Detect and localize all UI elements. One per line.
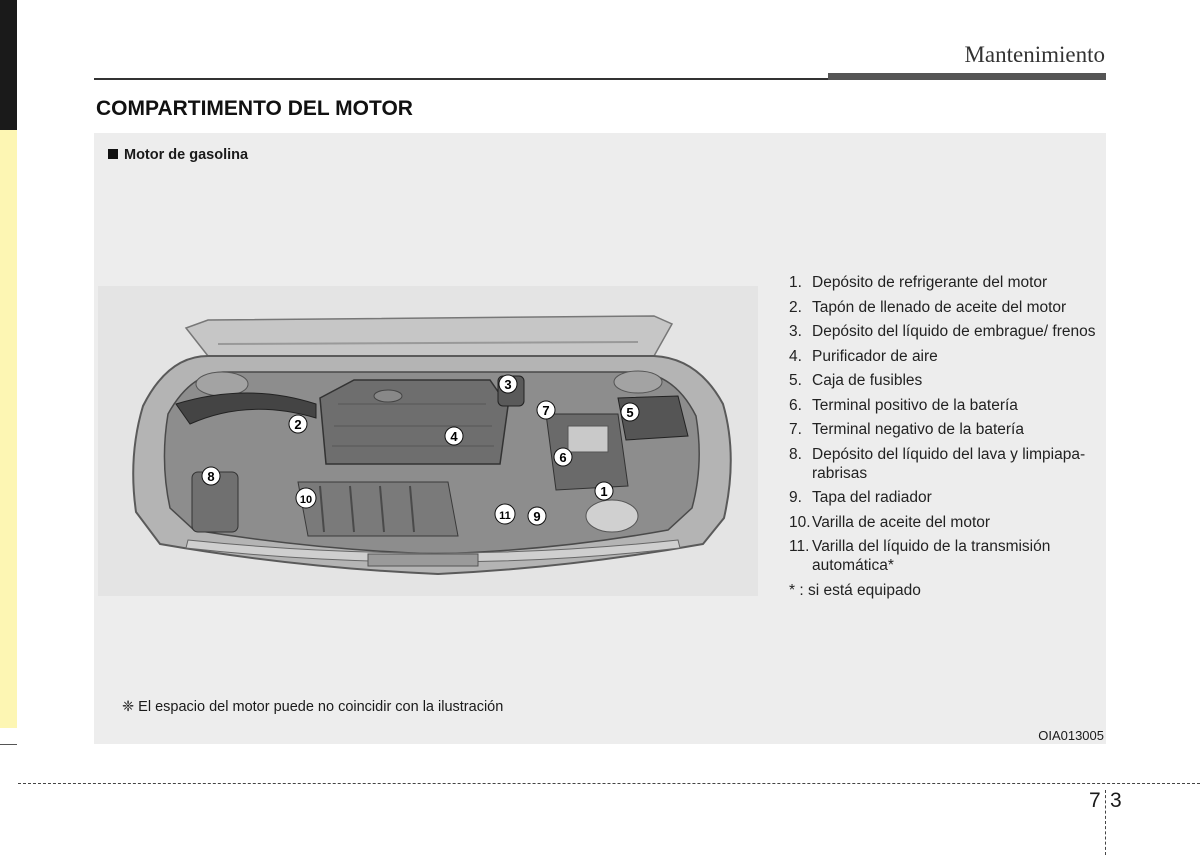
svg-text:3: 3	[504, 377, 511, 392]
legend-note: * : si está equipado	[789, 581, 921, 599]
legend-item: 5.Caja de fusibles	[789, 372, 923, 389]
svg-text:11: 11	[499, 510, 511, 522]
legend-item: 1.Depósito de refrigerante del motor	[789, 274, 1048, 291]
callout-4: 4	[444, 426, 464, 446]
legend-item: 2.Tapón de llenado de aceite del motor	[789, 298, 1067, 316]
svg-text:10: 10	[300, 494, 312, 506]
header-rule	[94, 78, 830, 80]
illustration-footnote: ❈ El espacio del motor puede no coincidi…	[122, 699, 504, 715]
figure-subtitle: Motor de gasolina	[108, 147, 248, 163]
legend-item: 9.Tapa del radiador	[789, 489, 932, 506]
callout-1: 1	[594, 481, 614, 501]
svg-text:9: 9	[533, 509, 540, 524]
svg-text:7: 7	[542, 403, 549, 418]
square-bullet-icon	[108, 149, 118, 159]
figure-subtitle-text: Motor de gasolina	[124, 147, 249, 163]
svg-text:8: 8	[207, 469, 214, 484]
engine-bay-illustration: 1 2 3 4 5 6 7 8 9 10 11	[98, 286, 758, 596]
callout-9: 9	[527, 506, 547, 526]
legend-item: 3.Depósito del líquido de embrague/ fren…	[789, 323, 1096, 340]
chapter-header: Mantenimiento	[964, 42, 1105, 67]
header-rule-thick	[828, 73, 1106, 80]
svg-text:2: 2	[294, 417, 301, 432]
svg-text:4: 4	[450, 429, 458, 444]
parts-legend: 1.Depósito de refrigerante del motor 2.T…	[789, 273, 1109, 605]
svg-text:6: 6	[559, 450, 566, 465]
edge-tab-rule	[0, 744, 17, 745]
svg-text:1: 1	[600, 484, 607, 499]
figure-code: OIA013005	[1038, 728, 1104, 743]
callout-7: 7	[536, 400, 556, 420]
legend-item: 6.Terminal positivo de la batería	[789, 396, 1018, 414]
page-chapter: 7	[1089, 789, 1101, 812]
legend-item: 8.Depósito del líquido del lava y limpia…	[789, 445, 1086, 482]
svg-text:5: 5	[626, 405, 633, 420]
legend-item: 10.Varilla de aceite del motor	[789, 513, 991, 531]
callout-6: 6	[553, 447, 573, 467]
callout-8: 8	[201, 466, 221, 486]
page-divider	[18, 783, 1200, 784]
callout-3: 3	[498, 374, 518, 394]
callout-11: 11	[494, 503, 516, 525]
legend-item: 11.Varilla del líquido de la transmisión…	[789, 538, 1051, 574]
legend-item: 4.Purificador de aire	[789, 347, 938, 365]
edge-tab-black	[0, 0, 17, 130]
callout-10: 10	[295, 487, 317, 509]
section-title: COMPARTIMENTO DEL MOTOR	[96, 97, 413, 120]
legend-item: 7.Terminal negativo de la batería	[789, 421, 1024, 438]
callout-2: 2	[288, 414, 308, 434]
page-number: 3	[1110, 789, 1122, 812]
figure-panel: Motor de gasolina	[94, 133, 1106, 744]
page-number-divider	[1105, 790, 1106, 855]
callout-5: 5	[620, 402, 640, 422]
edge-tab-yellow	[0, 130, 17, 728]
